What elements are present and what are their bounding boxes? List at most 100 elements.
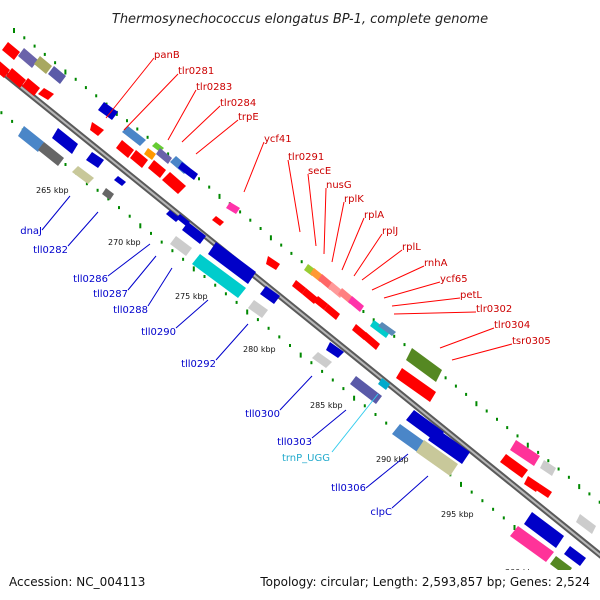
gene-label-ycf41[interactable]: ycf41 bbox=[264, 134, 292, 145]
gene-block[interactable] bbox=[144, 148, 156, 160]
gene-block[interactable] bbox=[86, 152, 104, 168]
gene-block[interactable] bbox=[564, 546, 586, 566]
gene-block[interactable] bbox=[524, 512, 564, 548]
gene-block[interactable] bbox=[116, 140, 134, 158]
gene-block[interactable] bbox=[428, 428, 470, 464]
gene-label-tlr0283[interactable]: tlr0283 bbox=[196, 82, 232, 93]
gene-block[interactable] bbox=[192, 254, 246, 298]
gene-label-tlr0291[interactable]: tlr0291 bbox=[288, 152, 324, 163]
gene-block[interactable] bbox=[38, 88, 54, 100]
gene-block[interactable] bbox=[162, 172, 186, 194]
gene-label-tll0282[interactable]: tll0282 bbox=[33, 245, 68, 256]
gene-label-trpE[interactable]: trpE bbox=[238, 112, 259, 123]
gene-block[interactable] bbox=[510, 440, 540, 466]
gene-block[interactable] bbox=[314, 296, 328, 310]
gene-block[interactable] bbox=[500, 454, 528, 478]
gene-label-tll0292[interactable]: tll0292 bbox=[181, 359, 216, 370]
gene-label-tll0290[interactable]: tll0290 bbox=[141, 327, 176, 338]
gene-label-tlr0281[interactable]: tlr0281 bbox=[178, 66, 214, 77]
gene-block[interactable] bbox=[260, 286, 280, 304]
gene-block[interactable] bbox=[536, 484, 552, 498]
gene-block[interactable] bbox=[72, 166, 94, 184]
gene-label-tlr0284[interactable]: tlr0284 bbox=[220, 98, 256, 109]
gene-label-tll0303[interactable]: tll0303 bbox=[277, 437, 312, 448]
gene-label-rplA[interactable]: rplA bbox=[364, 210, 384, 221]
gene-block[interactable] bbox=[122, 126, 146, 146]
gene-block[interactable] bbox=[38, 142, 64, 166]
gene-block[interactable] bbox=[326, 342, 344, 358]
gene-label-panB[interactable]: panB bbox=[154, 50, 180, 61]
gene-block[interactable] bbox=[416, 440, 458, 476]
gene-label-tlr0302[interactable]: tlr0302 bbox=[476, 304, 512, 315]
ruler-tick bbox=[460, 481, 462, 487]
ruler-label-295: 295 kbp bbox=[441, 510, 474, 519]
ruler-tick bbox=[269, 235, 272, 241]
gene-block[interactable] bbox=[170, 236, 192, 256]
gene-block[interactable] bbox=[302, 288, 318, 304]
gene-block[interactable] bbox=[208, 242, 256, 284]
gene-block[interactable] bbox=[178, 162, 198, 180]
gene-block[interactable] bbox=[396, 368, 436, 402]
gene-label-rplL[interactable]: rplL bbox=[402, 242, 421, 253]
gene-block[interactable] bbox=[48, 66, 66, 84]
gene-label-tll0300[interactable]: tll0300 bbox=[245, 409, 280, 420]
ruler-tick bbox=[475, 401, 478, 407]
gene-block[interactable] bbox=[18, 48, 38, 68]
gene-block[interactable] bbox=[52, 128, 78, 154]
gene-label-nusG[interactable]: nusG bbox=[326, 180, 352, 191]
gene-label-clpC[interactable]: clpC bbox=[370, 507, 392, 518]
gene-block[interactable] bbox=[22, 78, 40, 96]
forward-labels: panB tlr0281 tlr0283 tlr0284 trpE ycf41 … bbox=[154, 50, 551, 347]
gene-block[interactable] bbox=[0, 58, 10, 78]
gene-block[interactable] bbox=[148, 160, 166, 178]
gene-label-tsr0305[interactable]: tsr0305 bbox=[512, 336, 551, 347]
gene-label-secE[interactable]: secE bbox=[308, 166, 331, 177]
gene-block[interactable] bbox=[98, 102, 118, 120]
gene-block[interactable] bbox=[226, 202, 240, 214]
gene-block[interactable] bbox=[370, 320, 390, 338]
gene-label-tll0288[interactable]: tll0288 bbox=[113, 305, 148, 316]
gene-block[interactable] bbox=[6, 68, 26, 88]
gene-label-rplK[interactable]: rplK bbox=[344, 194, 364, 205]
gene-label-tll0286[interactable]: tll0286 bbox=[73, 274, 108, 285]
gene-block[interactable] bbox=[524, 476, 540, 492]
gene-block[interactable] bbox=[166, 210, 180, 222]
gene-block[interactable] bbox=[350, 376, 382, 404]
gene-block[interactable] bbox=[348, 296, 364, 312]
gene-label-ycf65[interactable]: ycf65 bbox=[440, 274, 468, 285]
gene-block[interactable] bbox=[2, 42, 20, 60]
gene-block[interactable] bbox=[182, 222, 206, 244]
gene-block[interactable] bbox=[378, 378, 390, 390]
gene-block[interactable] bbox=[130, 150, 148, 168]
gene-label-petL[interactable]: petL bbox=[460, 290, 482, 301]
gene-block[interactable] bbox=[212, 216, 224, 226]
gene-block[interactable] bbox=[176, 214, 190, 226]
gene-block[interactable] bbox=[406, 348, 442, 382]
gene-block[interactable] bbox=[540, 460, 556, 476]
gene-label-tlr0304[interactable]: tlr0304 bbox=[494, 320, 530, 331]
gene-block[interactable] bbox=[324, 304, 340, 320]
gene-label-rplJ[interactable]: rplJ bbox=[382, 226, 398, 237]
gene-block[interactable] bbox=[156, 148, 172, 164]
gene-label-tll0306[interactable]: tll0306 bbox=[331, 483, 366, 494]
gene-block[interactable] bbox=[576, 514, 596, 534]
ruler-tick bbox=[502, 516, 505, 520]
gene-block[interactable] bbox=[114, 176, 126, 186]
gene-block[interactable] bbox=[292, 280, 306, 294]
gene-block[interactable] bbox=[392, 424, 428, 454]
gene-block[interactable] bbox=[102, 188, 114, 200]
gene-block[interactable] bbox=[248, 300, 268, 318]
gene-label-trnP-UGG[interactable]: trnP_UGG bbox=[282, 453, 330, 464]
gene-label-dnaJ[interactable]: dnaJ bbox=[20, 226, 42, 237]
gene-block[interactable] bbox=[312, 352, 332, 368]
gene-block[interactable] bbox=[266, 256, 280, 270]
gene-block[interactable] bbox=[510, 526, 554, 562]
ruler-tick bbox=[567, 475, 570, 479]
gene-label-rnhA[interactable]: rnhA bbox=[424, 258, 448, 269]
gene-label-tll0287[interactable]: tll0287 bbox=[93, 289, 128, 300]
gene-block[interactable] bbox=[378, 322, 396, 336]
gene-block[interactable] bbox=[34, 56, 52, 74]
gene-block[interactable] bbox=[362, 332, 380, 350]
gene-block[interactable] bbox=[90, 122, 104, 136]
gene-block[interactable] bbox=[18, 126, 44, 152]
